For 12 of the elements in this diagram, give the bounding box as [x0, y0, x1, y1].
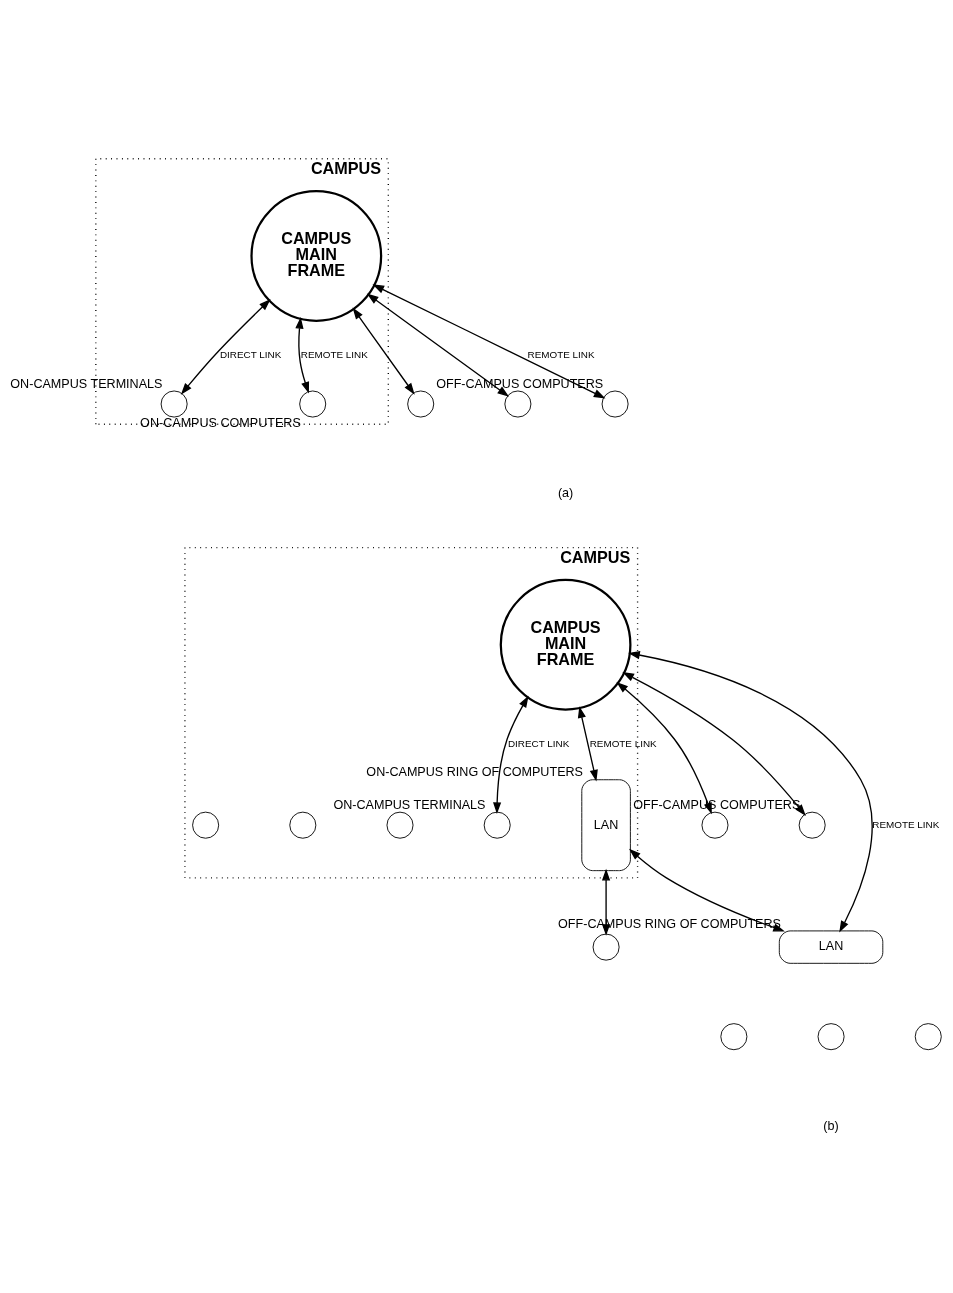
node-label: ON-CAMPUS COMPUTERS [140, 415, 301, 430]
edge-label: REMOTE LINK [300, 348, 368, 360]
edge-label: REMOTE LINK [589, 737, 657, 749]
node-label: ON-CAMPUS TERMINALS [333, 797, 486, 812]
edge-label: REMOTE LINK [527, 348, 595, 360]
label: (b) [823, 1118, 839, 1133]
edge-label: DIRECT LINK [219, 348, 282, 360]
node-label: ON-CAMPUS RING OF COMPUTERS [366, 764, 584, 779]
node-label: ON-CAMPUS TERMINALS [10, 376, 163, 391]
edge-label: REMOTE LINK [872, 818, 940, 830]
edge-label: DIRECT LINK [507, 737, 570, 749]
label: (a) [557, 485, 574, 500]
